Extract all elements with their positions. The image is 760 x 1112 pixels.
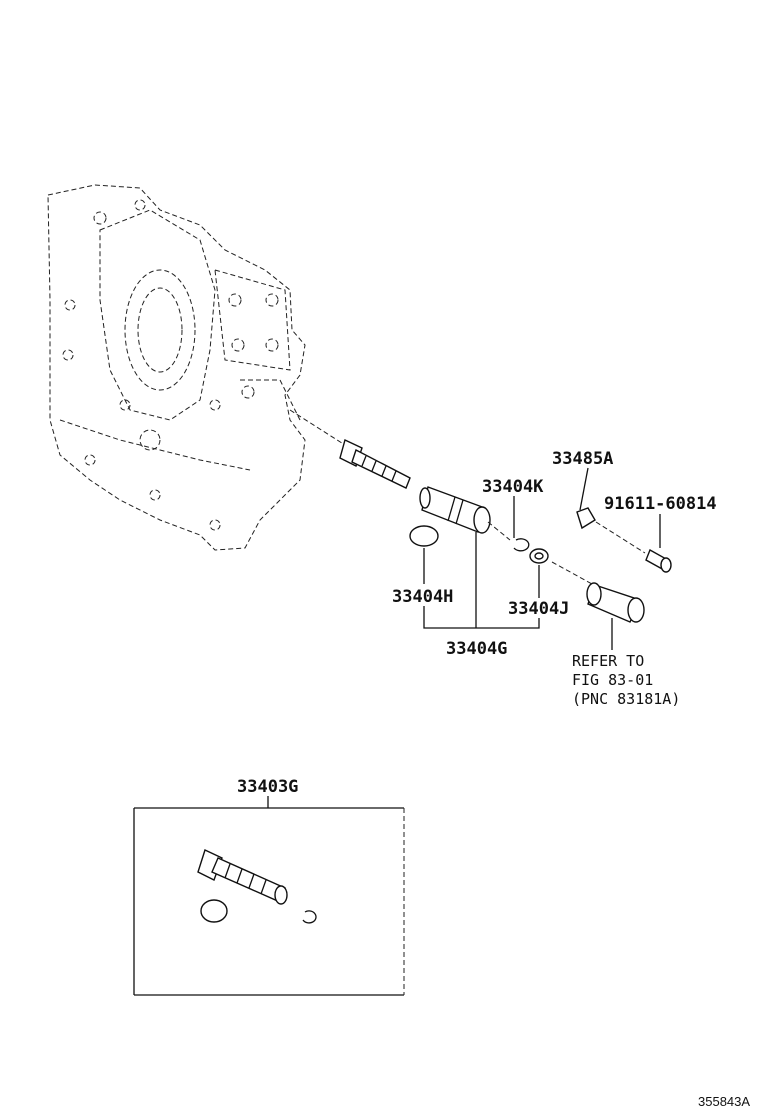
label-33404K: 33404K	[482, 477, 544, 497]
label-33404J: 33404J	[508, 599, 569, 619]
reference-line-2: FIG 83-01	[572, 671, 653, 689]
kit-gear-shaft	[197, 849, 288, 905]
speed-sensor-part	[586, 582, 645, 623]
transmission-case-drawing	[47, 184, 306, 551]
kit-snap-ring	[302, 910, 317, 924]
leader-dash	[487, 521, 511, 541]
label-33404G: 33404G	[446, 639, 507, 659]
oil-seal-part	[529, 548, 549, 564]
label-33485A: 33485A	[552, 449, 613, 469]
kit-box	[133, 807, 405, 996]
snap-ring-part	[513, 538, 530, 552]
reference-line-3: (PNC 83181A)	[572, 690, 680, 708]
reference-line-1: REFER TO	[572, 652, 644, 670]
clamp-part	[576, 507, 596, 530]
label-33403G: 33403G	[237, 777, 298, 797]
leader-dash	[595, 521, 646, 554]
bolt-part	[645, 549, 672, 573]
kit-o-ring	[200, 899, 228, 923]
label-91611-60814: 91611-60814	[604, 494, 717, 514]
diagram-code: 355843A	[698, 1094, 750, 1109]
centerline-leader	[289, 409, 346, 446]
bracket-33404G	[423, 606, 540, 629]
driven-gear-shaft	[339, 439, 411, 489]
leader-33485A	[579, 467, 589, 511]
label-33404H: 33404H	[392, 587, 453, 607]
sleeve-part	[419, 486, 491, 534]
leader-dash	[551, 561, 593, 585]
o-ring-part	[409, 525, 439, 547]
